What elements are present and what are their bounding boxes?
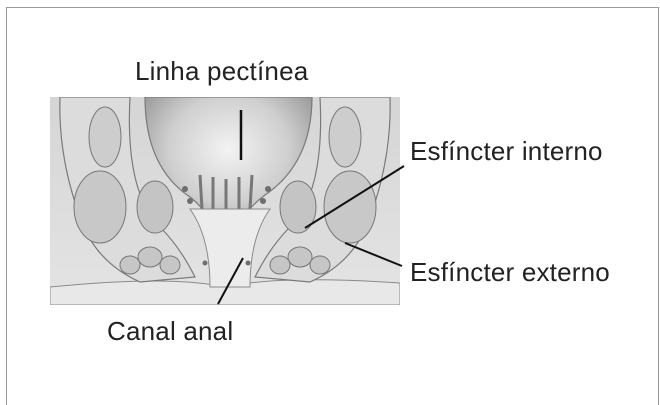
label-pectinate-line: Linha pectínea (135, 56, 308, 87)
leader-line-internal (305, 166, 404, 228)
label-anal-canal: Canal anal (107, 316, 233, 347)
leader-line-anal-canal (218, 258, 243, 304)
leader-line-external (345, 243, 402, 266)
label-external-sphincter: Esfíncter externo (410, 257, 610, 288)
label-internal-sphincter: Esfíncter interno (410, 136, 603, 167)
